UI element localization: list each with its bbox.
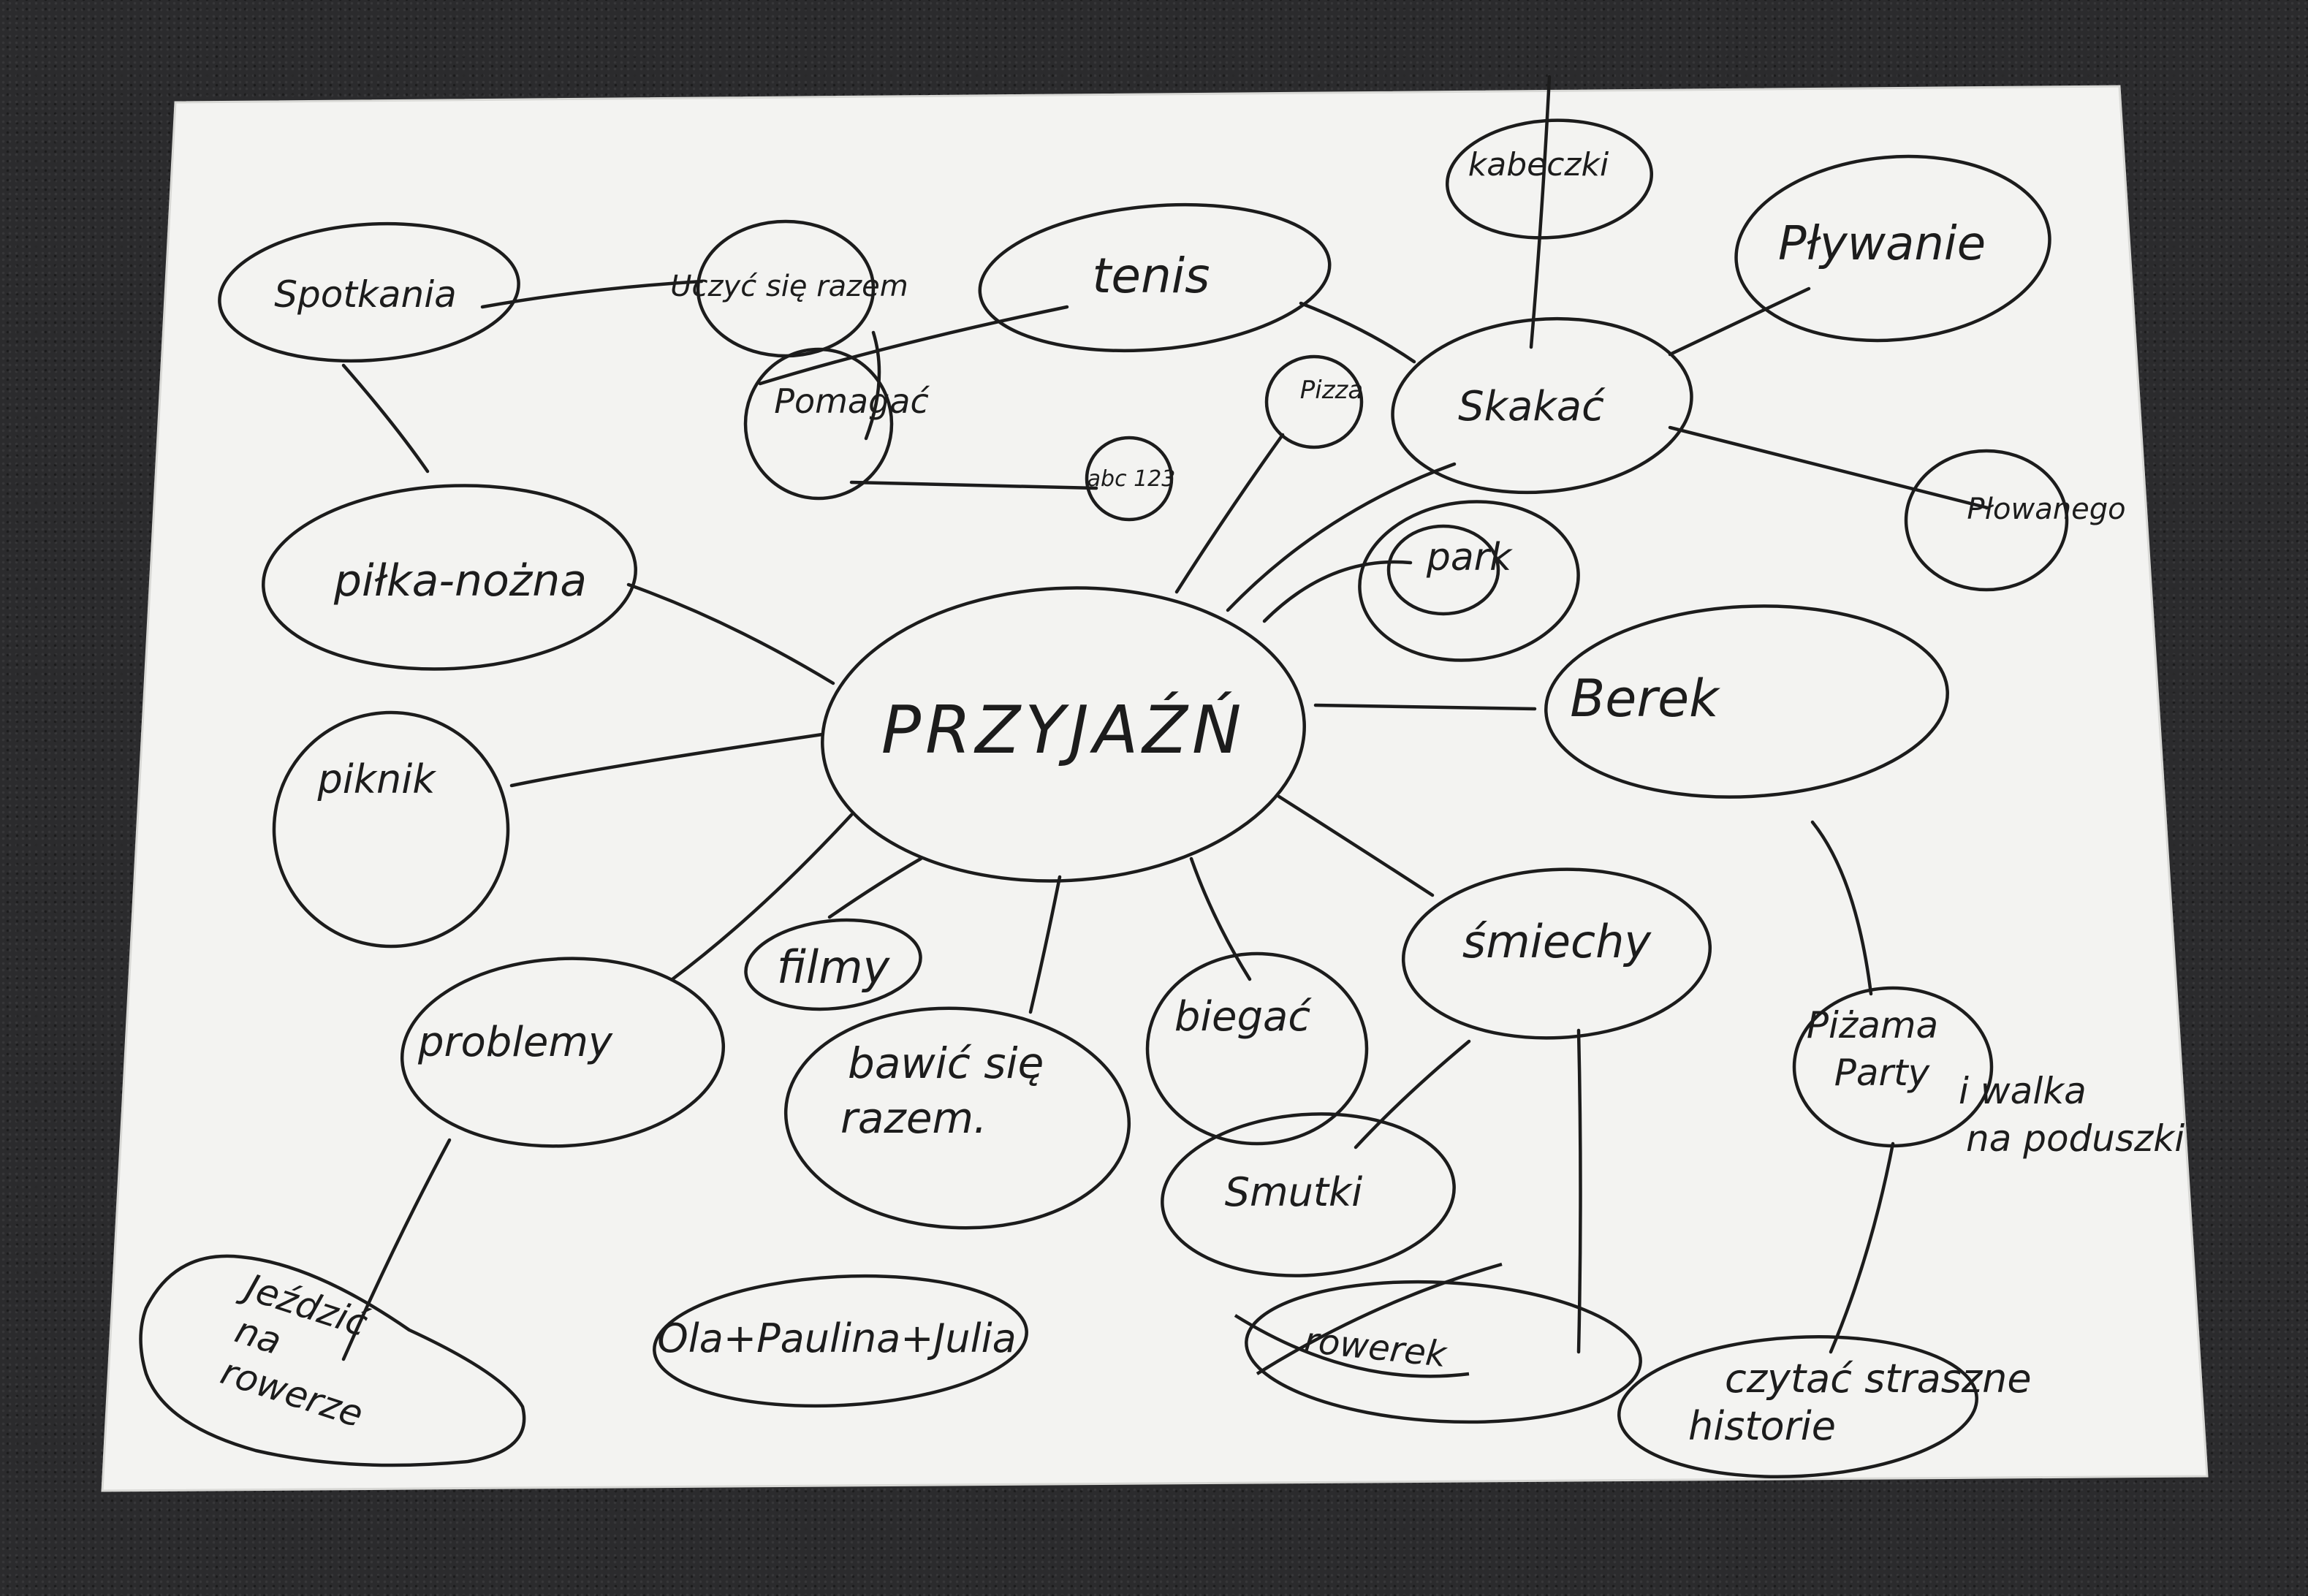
bubble-tenis (978, 202, 1332, 353)
label-skakac: Skakać (1458, 383, 1606, 430)
bubble-park-inner (1386, 524, 1500, 616)
label-spotkania: Spotkania (274, 273, 457, 316)
bubble-czytac (1617, 1335, 1978, 1478)
label-berek: Berek (1570, 669, 1720, 729)
bubble-berek (1544, 604, 1949, 799)
label-pizama: Piżama Party (1807, 1004, 1950, 1094)
label-kabeczki: kabeczki (1468, 146, 1609, 183)
bubble-bawic (783, 1006, 1131, 1230)
bubble-piknik (272, 710, 510, 949)
bubble-pizama (1792, 986, 1994, 1148)
bubble-plywanie (1734, 154, 2051, 343)
bubble-smiechy (1401, 867, 1712, 1040)
label-walka: i walka na poduszki (1959, 1070, 2184, 1160)
label-bawic: bawić się razem. (840, 1038, 1058, 1143)
label-pilka: piłka-nożna (333, 555, 587, 607)
bubble-biegac (1145, 951, 1369, 1146)
label-filmy: filmy (777, 940, 891, 994)
label-smutki: Smutki (1225, 1169, 1363, 1215)
bubble-park (1358, 500, 1580, 662)
label-ola: Ola+Paulina+Julia (657, 1315, 1017, 1361)
label-pizza: Pizza (1300, 376, 1363, 405)
bubble-filmy (744, 918, 922, 1011)
bubble-plowanego (1904, 449, 2069, 592)
label-problemy: problemy (417, 1019, 613, 1066)
bubble-abc (1085, 436, 1174, 522)
paper-sheet (101, 85, 2209, 1492)
label-czytac: czytać straszne historie (1688, 1356, 2044, 1449)
label-biegac: biegać (1174, 993, 1312, 1041)
strike-through (1234, 1262, 1503, 1378)
bubble-problemy (400, 957, 726, 1148)
bubble-center (821, 586, 1306, 883)
label-park: park (1426, 536, 1513, 580)
center-label: PRZYJAŹŃ (881, 691, 1246, 769)
bubble-skakac (1391, 316, 1693, 495)
label-uczyc: Uczyć się razem (670, 270, 908, 303)
label-piknik: piknik (316, 756, 437, 802)
label-tenis: tenis (1092, 248, 1210, 304)
bubble-pilka (262, 484, 637, 671)
bubble-kabeczki (1445, 118, 1654, 240)
label-plywanie: Pływanie (1778, 217, 1986, 271)
bubble-pizza (1264, 354, 1364, 449)
label-plowanego: Płowanego (1967, 493, 2125, 526)
bubble-ola (653, 1274, 1028, 1408)
label-pomagac: Pomagać (774, 381, 930, 421)
bubble-pomagac (743, 347, 894, 501)
bubbles (139, 118, 2069, 1478)
label-abc: abc 123 (1087, 466, 1176, 492)
bubble-rower (139, 1254, 526, 1467)
bubble-spotkania (218, 221, 520, 363)
bubble-smutki (1161, 1112, 1456, 1277)
label-smiechy: śmiechy (1462, 915, 1652, 968)
